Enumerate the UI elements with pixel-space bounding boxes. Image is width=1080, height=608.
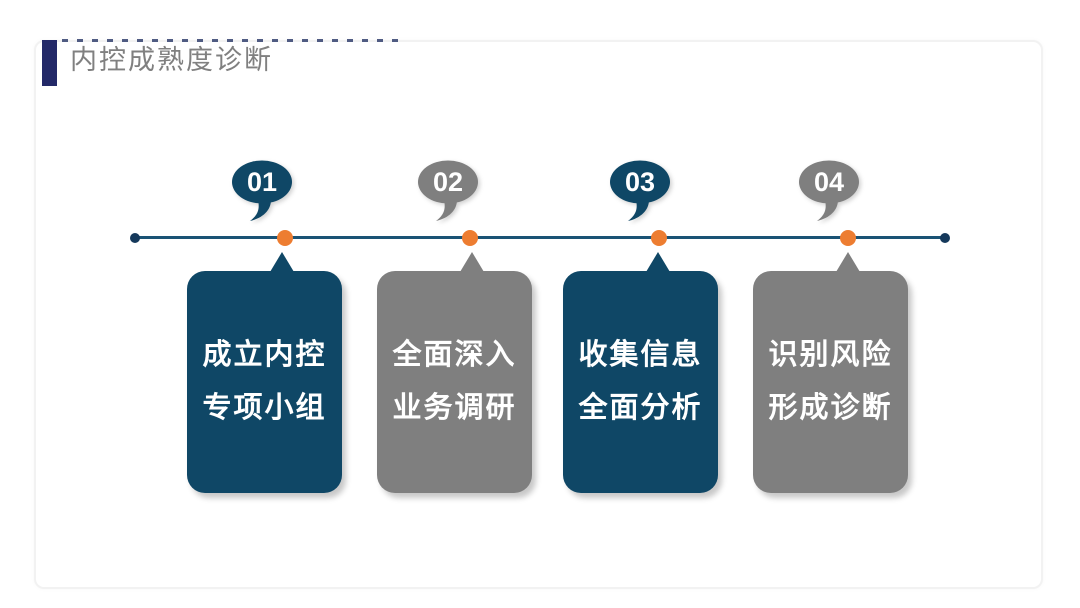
timeline-line — [135, 236, 945, 239]
step3-card-tail — [646, 252, 670, 272]
step2-card: 全面深入 业务调研 — [377, 252, 532, 493]
step2-text-line1: 全面深入 — [392, 339, 517, 371]
step3-card: 收集信息 全面分析 — [563, 252, 718, 493]
step3-text-line2: 全面分析 — [578, 392, 703, 424]
step2-card-tail — [460, 252, 484, 272]
step1-timeline-dot — [277, 230, 293, 246]
timeline-end-dot — [940, 233, 950, 243]
step1-card-tail — [270, 252, 294, 272]
step1-text-line2: 专项小组 — [202, 392, 327, 424]
step3-number-bubble: 03 — [608, 160, 672, 226]
step1-text-line1: 成立内控 — [202, 339, 327, 371]
step2-timeline-dot — [462, 230, 478, 246]
timeline-start-dot — [130, 233, 140, 243]
speech-bubble-icon: 03 — [610, 160, 670, 221]
step4-text-line1: 识别风险 — [768, 339, 893, 371]
step2-text-line2: 业务调研 — [392, 392, 517, 424]
step1-card: 成立内控 专项小组 — [187, 252, 342, 493]
step4-text-line2: 形成诊断 — [768, 392, 893, 424]
page-title: 内控成熟度诊断 — [70, 45, 273, 75]
step4-card-tail — [836, 252, 860, 272]
step4-timeline-dot — [840, 230, 856, 246]
step4-card: 识别风险 形成诊断 — [753, 252, 908, 493]
step2-number: 02 — [433, 167, 463, 197]
step2-number-bubble: 02 — [416, 160, 480, 226]
step3-text-line1: 收集信息 — [578, 339, 703, 371]
speech-bubble-icon: 02 — [418, 160, 478, 221]
speech-bubble-icon: 04 — [799, 160, 859, 221]
step4-number-bubble: 04 — [797, 160, 861, 226]
speech-bubble-icon: 01 — [232, 160, 292, 221]
step3-timeline-dot — [651, 230, 667, 246]
step1-number: 01 — [247, 167, 277, 197]
title-accent-bar — [42, 40, 57, 86]
step3-number: 03 — [625, 167, 655, 197]
step1-number-bubble: 01 — [230, 160, 294, 226]
step4-number: 04 — [814, 167, 844, 197]
title-dashed-line — [62, 39, 407, 42]
